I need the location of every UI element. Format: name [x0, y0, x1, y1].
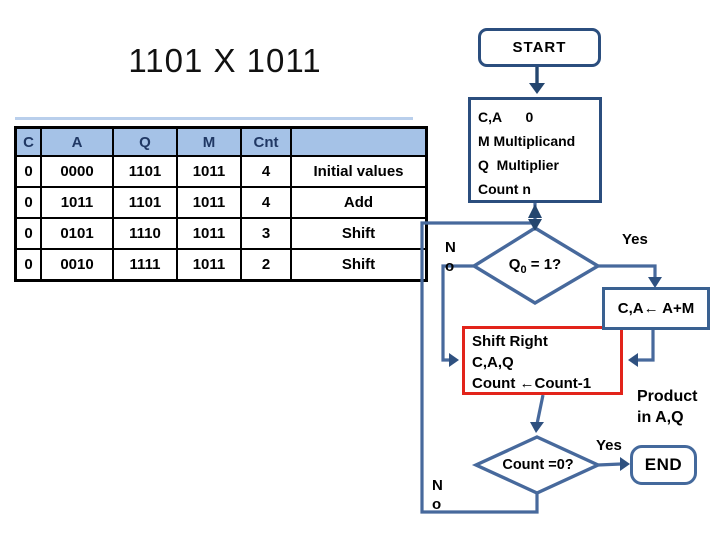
start-node: START: [478, 28, 601, 67]
decision1-base: Q: [508, 256, 521, 273]
table-row: 0 0000 1101 1011 4 Initial values: [14, 155, 428, 188]
table-cell: 0101: [40, 217, 114, 250]
decision2-diamond: [471, 435, 603, 495]
arrowhead-down-icon: [528, 219, 542, 231]
table-top-accent: [15, 117, 413, 120]
shift-right-node: Shift Right C,A,Q Count ←Count-1: [462, 326, 623, 395]
table-cell: 1110: [112, 217, 178, 250]
decision2-label: Count =0?: [502, 457, 574, 473]
table-cell: 1011: [176, 155, 242, 188]
init-line: Q Multiplier: [478, 157, 559, 173]
arrowhead-up-icon: [528, 204, 542, 218]
table-cell: Shift: [290, 248, 428, 282]
yes-label-top: Yes: [622, 231, 648, 248]
product-note-line: Product: [637, 388, 698, 405]
no-label-line: N: [432, 477, 443, 494]
table-cell: 2: [240, 248, 292, 282]
shift-line: C,A,Q: [472, 354, 514, 371]
add-node: C,A← A+M: [602, 287, 710, 330]
decision1-diamond: [470, 226, 602, 305]
arrowhead-down-icon: [648, 277, 662, 288]
table-header-row: C A Q M Cnt: [14, 126, 428, 157]
yes-label-bottom: Yes: [596, 437, 622, 454]
table-cell: 4: [240, 186, 292, 219]
product-note-line: in A,Q: [637, 409, 684, 426]
decision1-label: Q0 = 1?: [477, 256, 593, 276]
end-node: END: [630, 445, 697, 485]
table-header-cell: [290, 126, 428, 157]
add-to-shift-line: [638, 330, 655, 362]
no-loop-line: [420, 221, 539, 514]
table-row: 0 1011 1101 1011 4 Add: [14, 186, 428, 219]
slide-title: 1101 X 1011: [128, 42, 322, 79]
arrowhead-right-icon: [620, 457, 630, 471]
no-label-bottom: N o: [432, 476, 443, 514]
table-cell: 0000: [40, 155, 114, 188]
init-line: C,A 0: [478, 109, 534, 125]
shift-to-count-line: [535, 394, 545, 425]
table-cell: 1011: [40, 186, 114, 219]
table-cell: 3: [240, 217, 292, 250]
table-header-cell: Cnt: [240, 126, 292, 157]
table-row: 0 0010 1111 1011 2 Shift: [14, 248, 428, 282]
decision1-sub: 0: [520, 264, 527, 276]
no1-path-line: [441, 264, 474, 362]
arrowhead-right-icon: [449, 353, 459, 367]
shift-line: Count ←Count-1: [472, 375, 592, 392]
init-node: C,A 0 M Multiplicand Q Multiplier Count …: [468, 97, 602, 203]
table-cell: 1011: [176, 248, 242, 282]
table-cell: 1011: [176, 217, 242, 250]
init-line: M Multiplicand: [478, 133, 576, 149]
arrowhead-down-icon: [529, 83, 545, 94]
arrowhead-left-icon: [628, 353, 638, 367]
table-cell: 1011: [176, 186, 242, 219]
arrowhead-down-icon: [530, 422, 544, 433]
table-cell: Initial values: [290, 155, 428, 188]
table-header-cell: M: [176, 126, 242, 157]
product-note: Product in A,Q: [637, 386, 697, 428]
table-header-cell: A: [40, 126, 114, 157]
trace-table: C A Q M Cnt 0 0000 1101 1011 4 Initial v…: [14, 126, 428, 282]
count-to-end-line: [597, 462, 622, 467]
table-cell: 1101: [112, 186, 178, 219]
table-cell: 0010: [40, 248, 114, 282]
no-label-line: N: [445, 239, 456, 256]
table-cell: 1111: [112, 248, 178, 282]
table-cell: 4: [240, 155, 292, 188]
table-cell: Add: [290, 186, 428, 219]
init-line: Count n: [478, 181, 531, 197]
table-row: 0 0101 1110 1011 3 Shift: [14, 217, 428, 250]
yes1-path-line: [598, 264, 657, 280]
shift-line: Shift Right: [472, 333, 548, 350]
no-label-top: N o: [445, 238, 456, 276]
table-header-cell: Q: [112, 126, 178, 157]
no-label-line: o: [432, 496, 442, 513]
table-cell: 1101: [112, 155, 178, 188]
table-cell: Shift: [290, 217, 428, 250]
decision1-rest: = 1?: [526, 256, 562, 273]
no-label-line: o: [445, 258, 455, 275]
